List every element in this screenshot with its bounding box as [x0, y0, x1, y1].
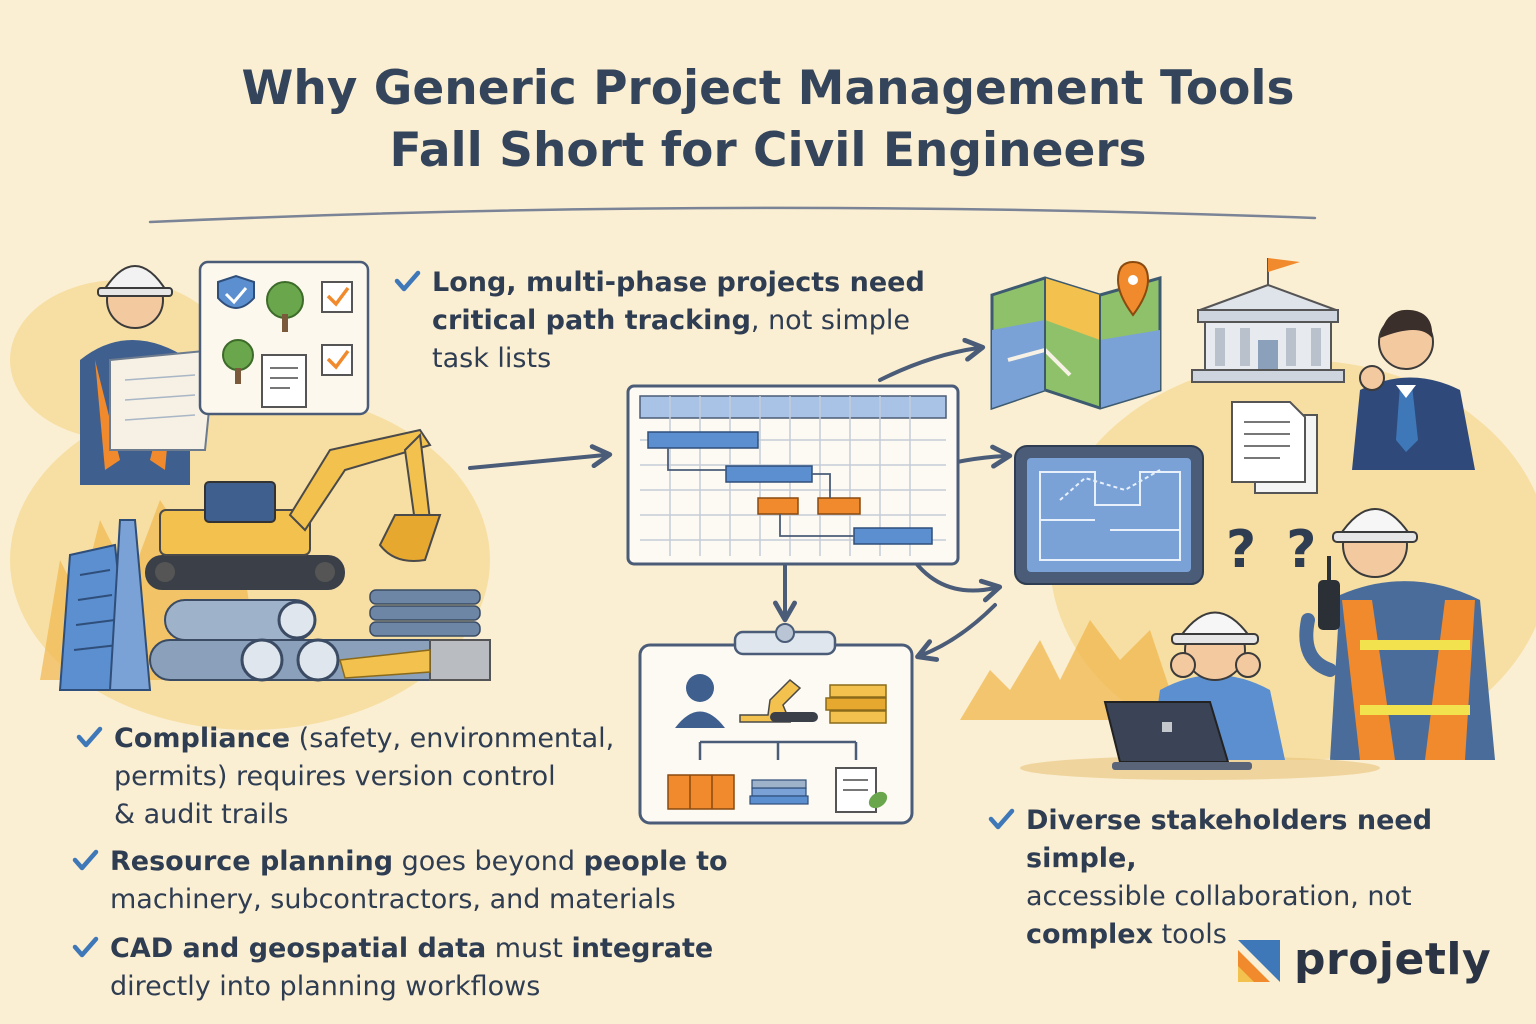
point-line: Diverse stakeholders need simple,	[1026, 802, 1536, 878]
point-line: task lists	[432, 340, 925, 378]
check-icon	[394, 270, 421, 292]
point-text-bold: Resource planning	[110, 846, 394, 877]
gantt-chart-icon	[626, 384, 960, 566]
point-line: accessible collaboration, not	[1026, 878, 1536, 916]
point-text: tools	[1153, 919, 1227, 950]
title-line-1: Why Generic Project Management Tools	[241, 61, 1295, 116]
point-text: & audit trails	[114, 799, 289, 830]
point-line: Long, multi-phase projects need	[432, 264, 925, 302]
building-icon	[58, 519, 152, 691]
point-line: machinery, subcontractors, and materials	[110, 881, 728, 919]
title-line-2: Fall Short for Civil Engineers	[389, 123, 1147, 178]
projetly-logo-text: projetly	[1294, 934, 1492, 985]
point-line: Compliance (safety, environmental,	[114, 720, 614, 758]
resource-board-icon	[638, 623, 914, 825]
point-line: complex tools	[1026, 916, 1536, 954]
point-line: Resource planning goes beyond people to	[110, 843, 728, 881]
point-text: directly into planning workflows	[110, 971, 541, 1002]
point-line: permits) requires version control	[114, 758, 614, 796]
point-line: directly into planning workflows	[110, 968, 713, 1006]
check-icon	[988, 808, 1015, 830]
title-divider	[148, 206, 1317, 224]
point-critical-path: Long, multi-phase projects need critical …	[394, 264, 925, 378]
map-icon	[990, 260, 1162, 411]
excavator-icon	[145, 428, 442, 590]
point-text: (safety, environmental,	[290, 723, 615, 754]
point-text: must	[486, 933, 572, 964]
point-text-bold: people to	[583, 846, 728, 877]
point-text: goes beyond	[393, 846, 584, 877]
point-line: critical path tracking, not simple	[432, 302, 925, 340]
businessman-icon	[1352, 309, 1475, 470]
point-text: task lists	[432, 343, 552, 374]
point-text-bold: integrate	[571, 933, 714, 964]
skyline-right	[960, 620, 1200, 720]
cad-tablet-icon	[1014, 445, 1204, 585]
point-text-bold: Diverse stakeholders need simple,	[1026, 805, 1433, 874]
point-text-bold: Compliance	[114, 723, 291, 754]
check-icon	[72, 936, 99, 958]
documents-icon	[1231, 401, 1318, 494]
flow-arrows	[468, 337, 1013, 662]
check-icon	[72, 849, 99, 871]
point-text-bold: Long, multi-phase projects need	[432, 267, 925, 298]
point-line: & audit trails	[114, 796, 614, 834]
point-compliance: Compliance (safety, environmental,permit…	[76, 720, 614, 834]
point-text: permits) requires version control	[114, 761, 556, 792]
check-icon	[76, 726, 103, 748]
projetly-logo-icon	[1238, 940, 1280, 982]
page-title: Why Generic Project Management Tools Fal…	[0, 58, 1536, 182]
point-line: CAD and geospatial data must integrate	[110, 930, 713, 968]
point-stakeholders: Diverse stakeholders need simple, accessi…	[988, 802, 1536, 954]
point-text-bold: CAD and geospatial data	[110, 933, 487, 964]
government-building-icon	[1191, 258, 1345, 383]
pipes-and-materials-icon	[149, 589, 491, 682]
point-text: , not simple	[750, 305, 910, 336]
engineer-with-radio-icon	[1299, 508, 1495, 760]
point-text-bold: critical path tracking	[432, 305, 751, 336]
frustrated-engineer-icon	[1020, 611, 1380, 780]
point-text: machinery, subcontractors, and materials	[110, 884, 676, 915]
point-text-bold: complex	[1026, 919, 1153, 950]
engineer-with-blueprint-icon	[80, 265, 217, 485]
question-marks: ? ?	[1226, 520, 1323, 580]
point-text: accessible collaboration, not	[1026, 881, 1412, 912]
compliance-checklist-board-icon	[198, 260, 370, 416]
